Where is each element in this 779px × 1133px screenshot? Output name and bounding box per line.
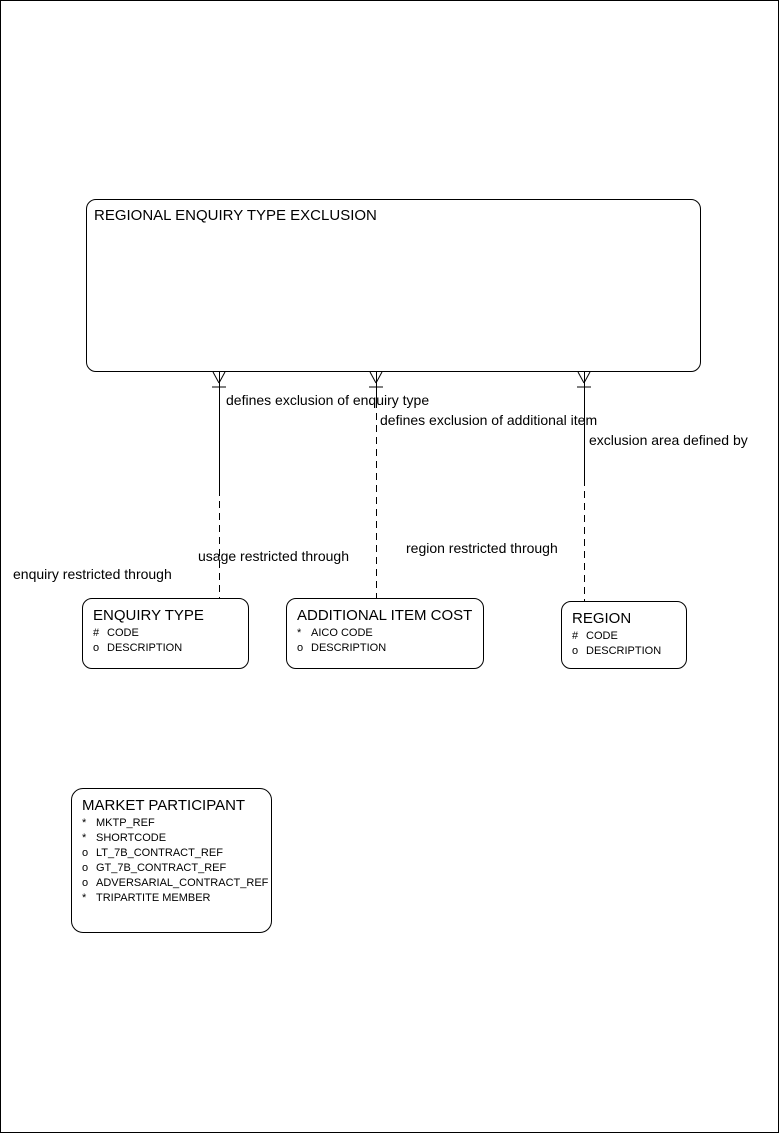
attribute-optionality-marker: #	[93, 627, 100, 639]
relationship-label-far: usage restricted through	[198, 548, 349, 564]
entity-title: ADDITIONAL ITEM COST	[297, 607, 473, 624]
attribute-row: o GT_7B_CONTRACT_REF	[82, 861, 271, 876]
attribute-optionality-marker: *	[82, 832, 87, 844]
attribute-optionality-marker: o	[82, 862, 89, 874]
attribute-row: * AICO CODE	[297, 626, 483, 641]
attribute-optionality-marker: *	[82, 817, 87, 829]
attribute-row: o ADVERSARIAL_CONTRACT_REF	[82, 876, 271, 891]
attribute-name: DESCRIPTION	[311, 642, 387, 654]
relationship-label-far: region restricted through	[406, 540, 558, 556]
entity-title: ENQUIRY TYPE	[93, 607, 204, 624]
attribute-optionality-marker: *	[82, 892, 87, 904]
attribute-row: o LT_7B_CONTRACT_REF	[82, 846, 271, 861]
connector-additional-item-cost	[369, 371, 383, 598]
attribute-name: CODE	[107, 627, 139, 639]
entity-enquiry-type[interactable]: ENQUIRY TYPE # CODE o DESCRIPTION	[82, 598, 249, 669]
relationship-label-near: defines exclusion of enquiry type	[226, 392, 430, 408]
entity-region[interactable]: REGION # CODE o DESCRIPTION	[561, 601, 687, 669]
attribute-optionality-marker: o	[82, 847, 89, 859]
attribute-row: * SHORTCODE	[82, 831, 271, 846]
connector-enquiry-type	[212, 371, 226, 598]
attribute-row: * TRIPARTITE MEMBER	[82, 891, 271, 906]
attribute-optionality-marker: #	[572, 630, 579, 642]
attribute-name: DESCRIPTION	[107, 642, 183, 654]
attribute-row: o DESCRIPTION	[93, 641, 248, 656]
entity-title: REGIONAL ENQUIRY TYPE EXCLUSION	[94, 207, 377, 224]
entity-title: MARKET PARTICIPANT	[82, 797, 246, 814]
attribute-name: TRIPARTITE MEMBER	[96, 892, 211, 904]
attribute-name: LT_7B_CONTRACT_REF	[96, 847, 223, 859]
attribute-name: AICO CODE	[311, 627, 373, 639]
entity-regional-enquiry-type-exclusion[interactable]: REGIONAL ENQUIRY TYPE EXCLUSION	[86, 199, 701, 372]
relationship-label-far: enquiry restricted through	[13, 566, 172, 582]
relationship-label-near: defines exclusion of additional item	[380, 412, 598, 428]
connector-region	[577, 371, 591, 601]
attribute-name: CODE	[586, 630, 618, 642]
attribute-row: * MKTP_REF	[82, 816, 271, 831]
attribute-optionality-marker: o	[93, 642, 100, 654]
attribute-name: DESCRIPTION	[586, 645, 662, 657]
entity-market-participant[interactable]: MARKET PARTICIPANT *MKTP_REF *SHORTCODE …	[71, 788, 272, 933]
attribute-optionality-marker: *	[297, 627, 302, 639]
entity-additional-item-cost[interactable]: ADDITIONAL ITEM COST * AICO CODE o DESCRIP…	[286, 598, 484, 669]
attribute-name: SHORTCODE	[96, 832, 167, 844]
attribute-name: MKTP_REF	[96, 817, 155, 829]
attribute-optionality-marker: o	[82, 877, 89, 889]
relationship-label-near: exclusion area defined by	[589, 432, 748, 448]
attribute-row: o DESCRIPTION	[297, 641, 483, 656]
attribute-row: # CODE	[572, 629, 686, 644]
attribute-name: GT_7B_CONTRACT_REF	[96, 862, 227, 874]
attribute-optionality-marker: o	[572, 645, 579, 657]
entity-title: REGION	[572, 610, 632, 627]
attribute-optionality-marker: o	[297, 642, 304, 654]
attribute-name: ADVERSARIAL_CONTRACT_REF	[96, 877, 269, 889]
attribute-row: o DESCRIPTION	[572, 644, 686, 659]
attribute-row: # CODE	[93, 626, 248, 641]
